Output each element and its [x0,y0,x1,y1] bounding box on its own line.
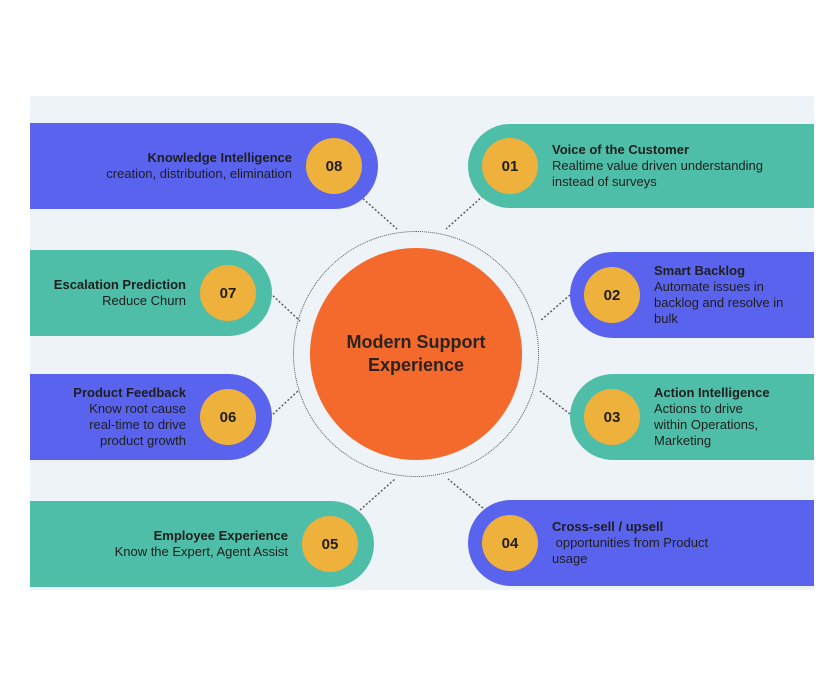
card-product-feedback: Product Feedback Know root cause real-ti… [30,374,272,460]
number-badge: 02 [584,267,640,323]
card-description: Realtime value driven understanding [552,158,764,173]
card-text: Action Intelligence Actions to drive wit… [654,385,770,449]
center-title: Modern Support Experience [331,331,501,377]
number-badge: 08 [306,138,362,194]
number-badge: 05 [302,516,358,572]
diagram-panel: Knowledge Intelligence creation, distrib… [30,96,814,590]
card-description: product growth [100,433,186,448]
card-description: Know the Expert, Agent Assist [114,544,288,559]
card-description: Marketing [654,433,712,448]
card-text: Smart Backlog Automate issues in backlog… [654,263,783,327]
card-description: within Operations, [654,417,759,432]
card-title: Product Feedback [73,385,186,400]
card-text: Product Feedback Know root cause real-ti… [73,385,186,449]
card-smart-backlog: 02 Smart Backlog Automate issues in back… [570,252,814,338]
connector-lines [269,195,571,511]
card-title: Employee Experience [153,528,288,543]
card-description: usage [552,551,588,566]
card-description: Automate issues in [654,279,764,294]
card-description: instead of surveys [552,174,657,189]
card-description: backlog and resolve in [654,295,784,310]
card-description: real-time to drive [89,417,186,432]
center-title-line2: Experience [367,355,465,375]
card-title: Knowledge Intelligence [147,150,292,165]
card-action-intelligence: 03 Action Intelligence Actions to drive … [570,374,814,460]
card-text: Cross-sell / upsell opportunities from P… [552,519,708,567]
card-description: Reduce Churn [102,293,186,308]
card-text: Employee Experience Know the Expert, Age… [115,528,288,560]
card-description: Actions to drive [654,401,743,416]
card-escalation-prediction: Escalation Prediction Reduce Churn 07 [30,250,272,336]
card-voice-of-the-customer: 01 Voice of the Customer Realtime value … [468,124,814,208]
card-description: Know root cause [89,401,186,416]
card-knowledge-intelligence: Knowledge Intelligence creation, distrib… [30,123,378,209]
card-title: Cross-sell / upsell [552,519,664,534]
card-title: Action Intelligence [654,385,770,400]
card-description: opportunities from Product [552,535,709,550]
card-text: Knowledge Intelligence creation, distrib… [106,150,292,182]
card-text: Voice of the Customer Realtime value dri… [552,142,763,190]
card-description: creation, distribution, elimination [106,166,292,181]
card-description: bulk [654,311,678,326]
number-badge: 06 [200,389,256,445]
card-title: Escalation Prediction [53,277,186,292]
dotted-ring [293,231,539,477]
number-badge: 03 [584,389,640,445]
center-title-line1: Modern Support [346,332,486,352]
center-circle: Modern Support Experience [310,248,522,460]
number-badge: 07 [200,265,256,321]
number-badge: 01 [482,138,538,194]
card-title: Smart Backlog [654,263,746,278]
card-text: Escalation Prediction Reduce Churn [54,277,186,309]
card-employee-experience: Employee Experience Know the Expert, Age… [30,501,374,587]
number-badge: 04 [482,515,538,571]
card-title: Voice of the Customer [552,142,690,157]
card-cross-sell-upsell: 04 Cross-sell / upsell opportunities fro… [468,500,814,586]
